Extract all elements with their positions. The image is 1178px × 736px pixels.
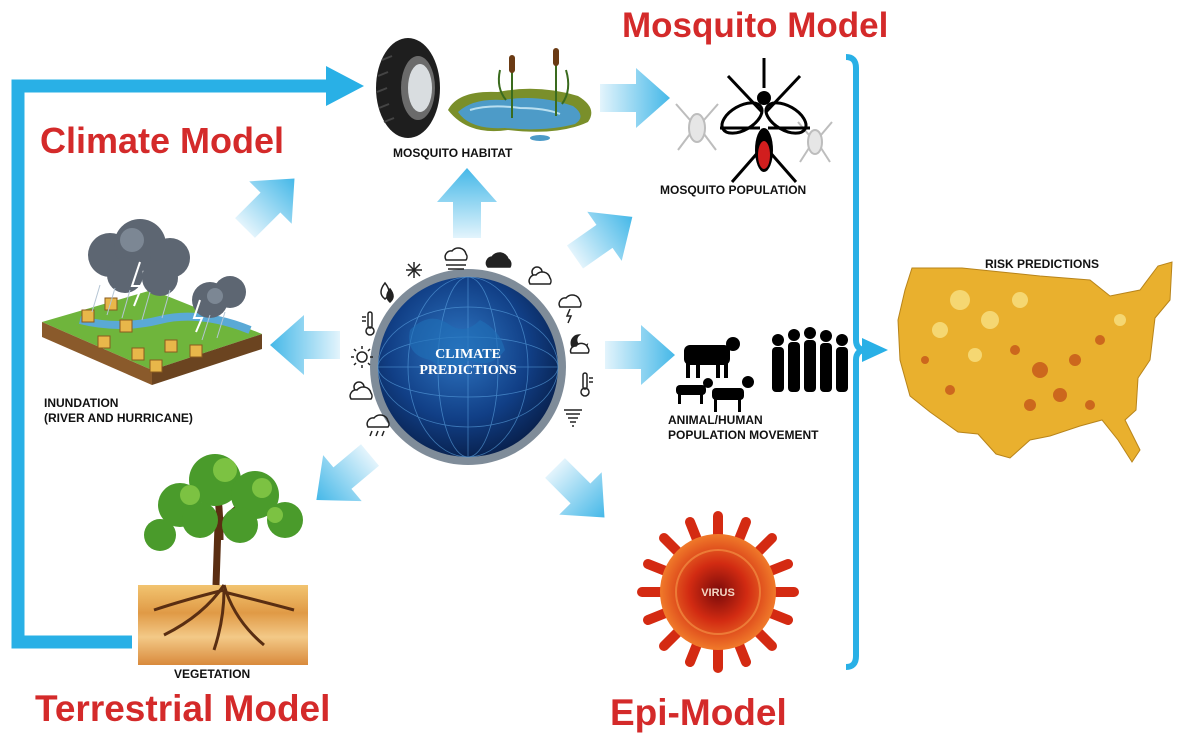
animal-human-illustration xyxy=(676,327,848,412)
arrow-habitat-to-population xyxy=(600,68,670,128)
arrow-to-virus xyxy=(533,446,626,539)
tornado-icon xyxy=(564,409,582,427)
animal-human-caption-line1: ANIMAL/HUMAN xyxy=(668,413,763,427)
storm-inundation-illustration xyxy=(42,219,262,385)
inundation-caption: INUNDATION (RIVER AND HURRICANE) xyxy=(44,396,193,426)
epi-model-title: Epi-Model xyxy=(610,692,787,733)
globe-label-line2: PREDICTIONS xyxy=(419,363,517,378)
globe-label-line1: CLIMATE xyxy=(435,347,501,362)
mosquito-model-title: Mosquito Model xyxy=(622,6,889,45)
snowflake-icon xyxy=(406,262,422,278)
tire-illustration xyxy=(376,38,440,138)
sun-icon xyxy=(351,346,373,368)
virus-illustration xyxy=(637,511,799,673)
sun-cloud-icon xyxy=(528,266,552,285)
hot-thermometer-icon xyxy=(580,372,593,397)
arrow-to-inundation xyxy=(270,315,340,375)
fog-cloud-icon xyxy=(444,247,468,270)
vegetation-illustration xyxy=(138,454,308,665)
virus-label: VIRUS xyxy=(701,587,735,599)
arrow-to-animals xyxy=(605,325,675,385)
arrow-to-population xyxy=(557,192,650,282)
animal-human-caption: ANIMAL/HUMAN POPULATION MOVEMENT xyxy=(668,413,818,443)
arrow-to-climate-model xyxy=(223,157,316,250)
thermometer-icon xyxy=(362,311,375,336)
water-drop-icon xyxy=(380,281,394,303)
right-bracket xyxy=(845,54,888,670)
arrow-to-vegetation xyxy=(297,432,390,523)
inundation-caption-line2: (RIVER AND HURRICANE) xyxy=(44,411,193,425)
partly-cloudy-icon xyxy=(349,381,373,400)
cloud-icon xyxy=(485,252,512,268)
animal-human-caption-line2: POPULATION MOVEMENT xyxy=(668,428,819,442)
inundation-caption-line1: INUNDATION xyxy=(44,396,119,410)
night-cloud-icon xyxy=(569,334,590,354)
climate-model-title: Climate Model xyxy=(40,120,285,161)
risk-predictions-caption: RISK PREDICTIONS xyxy=(985,257,1100,271)
arrow-to-habitat xyxy=(437,168,497,238)
mosquito-habitat-caption: MOSQUITO HABITAT xyxy=(393,146,513,160)
storm-cloud-icon xyxy=(558,294,582,324)
vegetation-caption: VEGETATION xyxy=(174,667,251,681)
rain-cloud-icon xyxy=(366,414,390,437)
feedback-loop-arrow xyxy=(11,66,364,649)
mosquito-population-caption: MOSQUITO POPULATION xyxy=(660,183,807,197)
weather-icons-ring xyxy=(349,247,593,437)
pond-illustration xyxy=(448,48,592,141)
globe-label: CLIMATE PREDICTIONS xyxy=(418,347,518,379)
us-map-illustration xyxy=(897,261,1173,463)
terrestrial-model-title: Terrestrial Model xyxy=(35,688,331,729)
mosquito-illustration xyxy=(675,58,833,183)
climate-globe xyxy=(370,269,566,465)
